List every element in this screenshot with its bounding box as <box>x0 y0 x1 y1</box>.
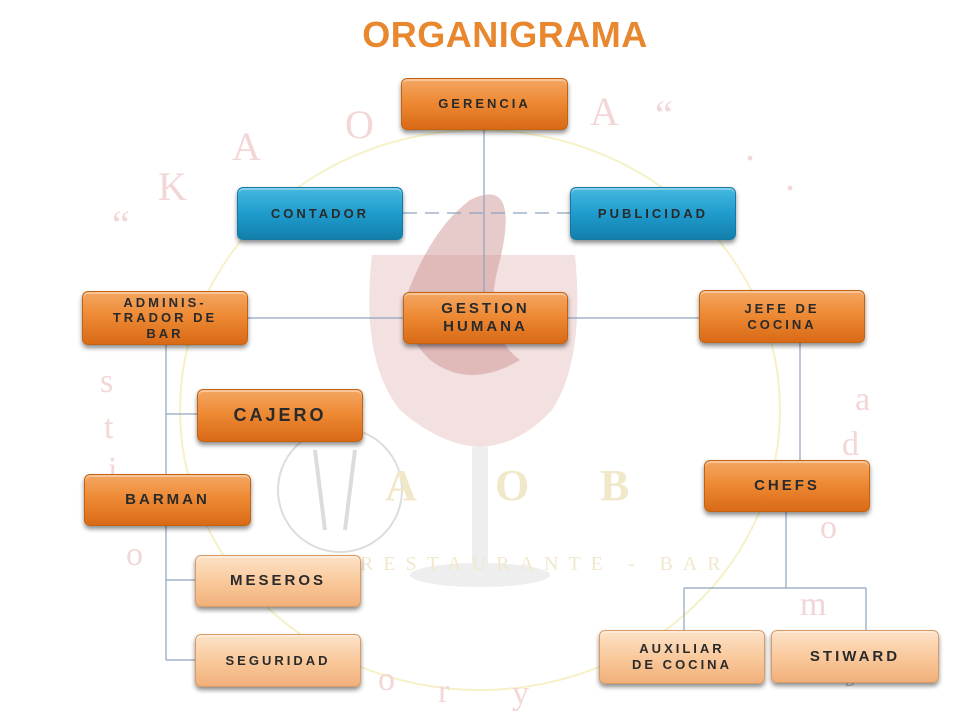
watermark-subtitle: RESTAURANTE - BAR <box>360 553 731 575</box>
node-chefs[interactable]: CHEFS <box>704 460 870 512</box>
watermark-letter: t <box>104 409 114 446</box>
wine-glass-base <box>410 563 550 587</box>
watermark-ring <box>179 129 781 691</box>
node-barman[interactable]: BARMAN <box>84 474 251 526</box>
watermark-letter: K <box>158 164 187 209</box>
watermark-logo: A O B <box>385 461 629 510</box>
watermark-side-letters: o r y s t i l o a d o m <box>100 363 870 712</box>
watermark-letter: A <box>232 124 261 169</box>
wine-glass-stem <box>472 447 488 567</box>
watermark-letter: A <box>590 89 619 134</box>
node-auxiliar-cocina[interactable]: AUXILIAR DE COCINA <box>599 630 765 684</box>
watermark-letter: y <box>512 675 529 712</box>
fork-icon <box>313 449 327 531</box>
page-title: ORGANIGRAMA <box>362 14 648 55</box>
logo-letter: B <box>600 461 629 510</box>
watermark-letter: . <box>785 154 795 199</box>
watermark-letter: i <box>108 451 117 488</box>
watermark-letter: O <box>345 102 374 147</box>
watermark-letter: r <box>438 673 450 710</box>
node-publicidad[interactable]: PUBLICIDAD <box>570 187 736 240</box>
watermark-letter: o <box>126 536 143 573</box>
node-gerencia[interactable]: GERENCIA <box>401 78 568 130</box>
logo-letter: O <box>495 461 529 510</box>
watermark-letter: “ <box>655 92 673 137</box>
node-contador[interactable]: CONTADOR <box>237 187 403 240</box>
node-administrador[interactable]: ADMINIS- TRADOR DE BAR <box>82 291 248 345</box>
watermark-letter: m <box>800 586 826 623</box>
watermark-letter: “ <box>112 202 130 247</box>
node-meseros[interactable]: MESEROS <box>195 555 361 607</box>
watermark-letter: o <box>820 509 837 546</box>
watermark-letter: s <box>100 363 113 400</box>
watermark-letter: a <box>855 381 870 418</box>
node-stiward[interactable]: STIWARD <box>771 630 939 683</box>
logo-letter: A <box>385 461 417 510</box>
node-gestion-humana[interactable]: GESTION HUMANA <box>403 292 568 344</box>
watermark-letter: d <box>842 426 859 463</box>
node-jefe-cocina[interactable]: JEFE DE COCINA <box>699 290 865 343</box>
node-seguridad[interactable]: SEGURIDAD <box>195 634 361 687</box>
spoon-icon <box>343 449 357 531</box>
watermark-letter: o <box>378 661 395 698</box>
node-cajero[interactable]: CAJERO <box>197 389 363 442</box>
watermark-letter: . <box>745 124 755 169</box>
